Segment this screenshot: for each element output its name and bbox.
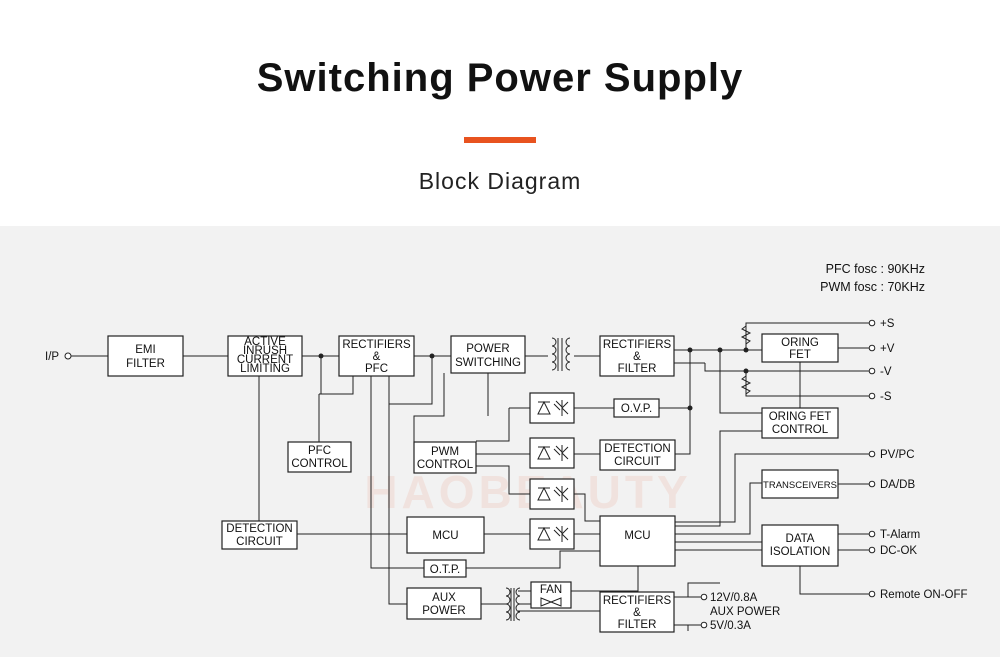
aux-rectifiers-filter-block: RECTIFIERS & FILTER [599,591,675,633]
svg-text:RECTIFIERS: RECTIFIERS [603,595,672,607]
optocoupler-pwm-icon [529,478,575,510]
output-v-minus: -V [880,366,892,378]
sense-resistor-top [740,325,752,345]
page-title: Switching Power Supply [256,56,744,100]
svg-text:CONTROL: CONTROL [291,458,348,470]
oring-fet-control-block: ORING FET CONTROL [761,407,839,439]
svg-text:FET: FET [789,349,811,361]
pwm-control-block: PWM CONTROL [413,441,477,474]
aux-output-5v: 5V/0.3A [710,620,751,632]
oring-fet-block: ORING FET [761,333,839,363]
output-remote-on-off: Remote ON-OFF [880,589,968,601]
svg-text:CIRCUIT: CIRCUIT [236,536,283,548]
svg-text:I/P: I/P [45,351,59,363]
aux-power-block: AUX POWER [406,587,482,620]
detection-circuit-secondary-block: DETECTION CIRCUIT [599,439,676,471]
svg-text:FILTER: FILTER [618,619,657,631]
aux-output-12v: 12V/0.8A [710,592,758,604]
diagram-panel: HAOBEAUTY PFC fosc : 90KHz PWM fosc : 70… [0,226,1000,657]
svg-text:CURRENT: CURRENT [237,354,293,366]
main-transformer-icon [546,337,580,371]
svg-text:CONTROL: CONTROL [772,424,829,436]
svg-text:O.V.P.: O.V.P. [621,403,652,415]
output-v-plus: +V [880,343,895,355]
svg-text:RECTIFIERS: RECTIFIERS [603,339,672,351]
svg-text:FILTER: FILTER [618,363,657,375]
aux-transformer-icon [505,587,521,621]
svg-text:TRANSCEIVERS: TRANSCEIVERS [763,480,837,491]
output-s-minus: -S [880,391,892,403]
svg-text:PFC: PFC [365,363,388,375]
svg-text:DETECTION: DETECTION [226,523,292,535]
svg-text:MCU: MCU [432,530,458,542]
inrush-limiting-block: ACTIVE INRUSH CURRENT LIMITING [227,335,303,377]
otp-block: O.T.P. [423,559,467,578]
aux-output-terminals: 12V/0.8A AUX POWER 5V/0.3A [700,592,780,632]
svg-text:EMI: EMI [135,344,155,356]
output-terminals: +S +V -V -S PV/PC DA/DB T-Alarm DC-OK Re… [868,318,968,601]
svg-text:ACTIVE: ACTIVE [244,336,286,348]
svg-text:ORING FET: ORING FET [769,411,832,423]
detection-circuit-primary-block: DETECTION CIRCUIT [221,520,298,550]
connection-lines [71,322,870,631]
optocoupler-mcu-icon [529,518,575,550]
pfc-frequency: PFC fosc : 90KHz [826,262,925,276]
svg-text:RECTIFIERS: RECTIFIERS [342,339,411,351]
svg-text:SWITCHING: SWITCHING [455,357,521,369]
sense-resistor-bottom [740,375,752,395]
rectifiers-pfc-block: RECTIFIERS & PFC [338,335,415,377]
svg-text:CIRCUIT: CIRCUIT [614,456,661,468]
svg-text:FILTER: FILTER [126,358,165,370]
pwm-frequency: PWM fosc : 70KHz [820,280,925,294]
rectifiers-filter-block: RECTIFIERS & FILTER [599,335,675,377]
output-dadb: DA/DB [880,479,915,491]
svg-text:MCU: MCU [624,530,650,542]
optocoupler-ovp-icon [529,392,575,424]
transceivers-block: TRANSCEIVERS [761,469,839,499]
optocoupler-detection-icon [529,437,575,469]
svg-text:POWER: POWER [422,605,465,617]
svg-text:FAN: FAN [540,584,562,596]
svg-text:POWER: POWER [466,343,509,355]
svg-text:&: & [633,351,641,363]
input-terminal: I/P [45,351,72,363]
aux-power-label: AUX POWER [710,606,780,618]
page-subtitle: Block Diagram [418,168,582,194]
watermark: HAOBEAUTY [364,466,691,518]
emi-filter-block: EMI FILTER [107,335,184,377]
svg-text:CONTROL: CONTROL [417,459,474,471]
svg-text:LIMITING: LIMITING [240,363,290,375]
pfc-control-block: PFC CONTROL [287,441,352,473]
svg-text:ISOLATION: ISOLATION [770,546,831,558]
output-dc-ok: DC-OK [880,545,917,557]
mcu-secondary-block: MCU [599,515,676,567]
svg-text:PWM: PWM [431,446,459,458]
svg-text:PFC: PFC [308,445,331,457]
mcu-primary-block: MCU [406,516,485,554]
svg-text:INRUSH: INRUSH [243,345,287,357]
fan-block: FAN [530,581,572,609]
power-switching-block: POWER SWITCHING [450,335,526,374]
svg-text:ORING: ORING [781,337,819,349]
data-isolation-block: DATA ISOLATION [761,524,839,567]
accent-bar [464,137,536,143]
svg-text:DATA: DATA [786,533,815,545]
svg-text:O.T.P.: O.T.P. [430,564,460,576]
junction-dots [318,347,749,411]
output-s-plus: +S [880,318,895,330]
output-t-alarm: T-Alarm [880,529,920,541]
header: Switching Power Supply Block Diagram [0,0,1000,226]
svg-text:DETECTION: DETECTION [604,443,670,455]
svg-text:AUX: AUX [432,592,456,604]
svg-text:&: & [633,607,641,619]
svg-text:&: & [373,351,381,363]
output-pvpc: PV/PC [880,449,915,461]
ovp-block: O.V.P. [613,398,660,418]
block-diagram: HAOBEAUTY PFC fosc : 90KHz PWM fosc : 70… [45,262,968,633]
